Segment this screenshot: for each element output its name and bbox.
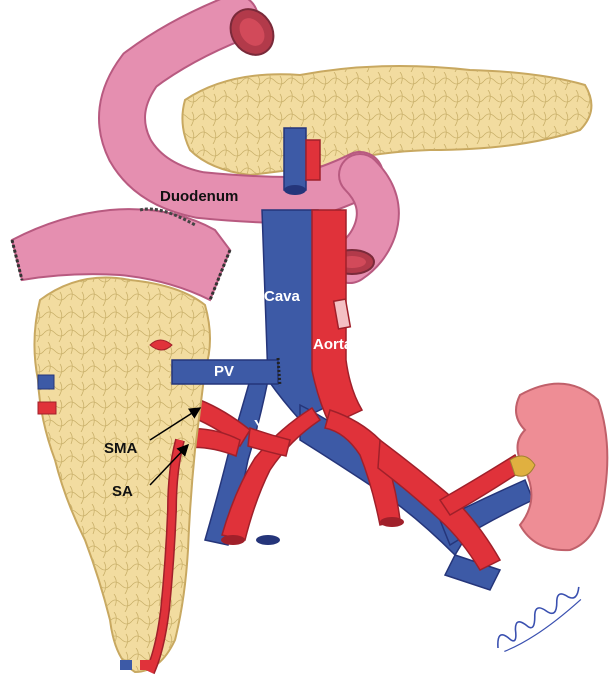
aorta-label: Aorta (313, 337, 352, 352)
donor-pancreas (34, 278, 210, 673)
signature (489, 585, 589, 654)
duodenum-label: Duodenum (160, 189, 238, 204)
sma-label: SMA (104, 441, 137, 456)
recipient-pancreas (182, 66, 591, 175)
kidney (510, 384, 607, 551)
sa-label: SA (112, 484, 133, 499)
pv-label: PV (214, 364, 234, 379)
cava-label: Cava (264, 289, 300, 304)
y-label: Y (254, 418, 264, 433)
